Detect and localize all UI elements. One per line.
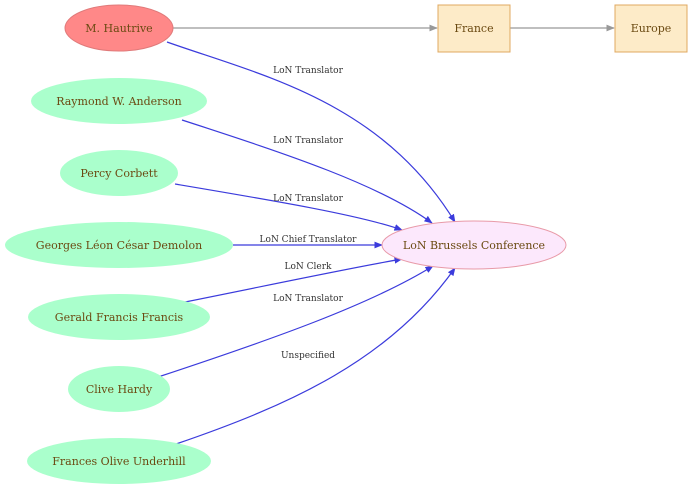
node-label-france: France xyxy=(454,22,493,35)
node-label-francis: Gerald Francis Francis xyxy=(55,311,184,324)
node-label-demolon: Georges Léon César Demolon xyxy=(36,239,202,252)
edge-underhill-conference xyxy=(175,267,456,445)
edge-labels: LoN Translator LoN Translator LoN Transl… xyxy=(260,66,358,361)
node-label-hardy: Clive Hardy xyxy=(86,383,153,396)
node-hardy[interactable]: Clive Hardy xyxy=(68,366,170,412)
edge-label-underhill: Unspecified xyxy=(281,351,335,361)
edge-anderson-conference xyxy=(181,119,433,224)
edge-hardy-conference xyxy=(157,265,434,378)
edge-label-demolon: LoN Chief Translator xyxy=(260,235,358,245)
node-demolon[interactable]: Georges Léon César Demolon xyxy=(5,222,233,268)
edge-label-anderson: LoN Translator xyxy=(273,136,343,146)
edges-group xyxy=(157,24,615,445)
edge-label-hardy: LoN Translator xyxy=(273,294,343,304)
node-corbett[interactable]: Percy Corbett xyxy=(60,150,178,196)
edge-hautrive-conference xyxy=(166,41,456,223)
node-label-conference: LoN Brussels Conference xyxy=(403,239,545,252)
node-france[interactable]: France xyxy=(437,4,511,53)
node-label-underhill: Frances Olive Underhill xyxy=(52,455,186,468)
edge-corbett-conference xyxy=(174,183,403,231)
node-label-corbett: Percy Corbett xyxy=(80,167,158,180)
node-europe[interactable]: Europe xyxy=(614,4,688,53)
node-anderson[interactable]: Raymond W. Anderson xyxy=(31,78,207,124)
edge-label-corbett: LoN Translator xyxy=(273,194,343,204)
edge-francis-conference xyxy=(184,256,403,303)
node-hautrive[interactable]: M. Hautrive xyxy=(64,4,174,52)
edge-label-francis: LoN Clerk xyxy=(285,262,333,272)
node-underhill[interactable]: Frances Olive Underhill xyxy=(27,438,211,484)
node-label-europe: Europe xyxy=(631,22,672,35)
node-label-hautrive: M. Hautrive xyxy=(85,22,152,35)
node-label-anderson: Raymond W. Anderson xyxy=(56,95,182,108)
node-conference[interactable]: LoN Brussels Conference xyxy=(381,220,567,270)
edge-label-hautrive: LoN Translator xyxy=(273,66,343,76)
node-francis[interactable]: Gerald Francis Francis xyxy=(28,294,210,340)
